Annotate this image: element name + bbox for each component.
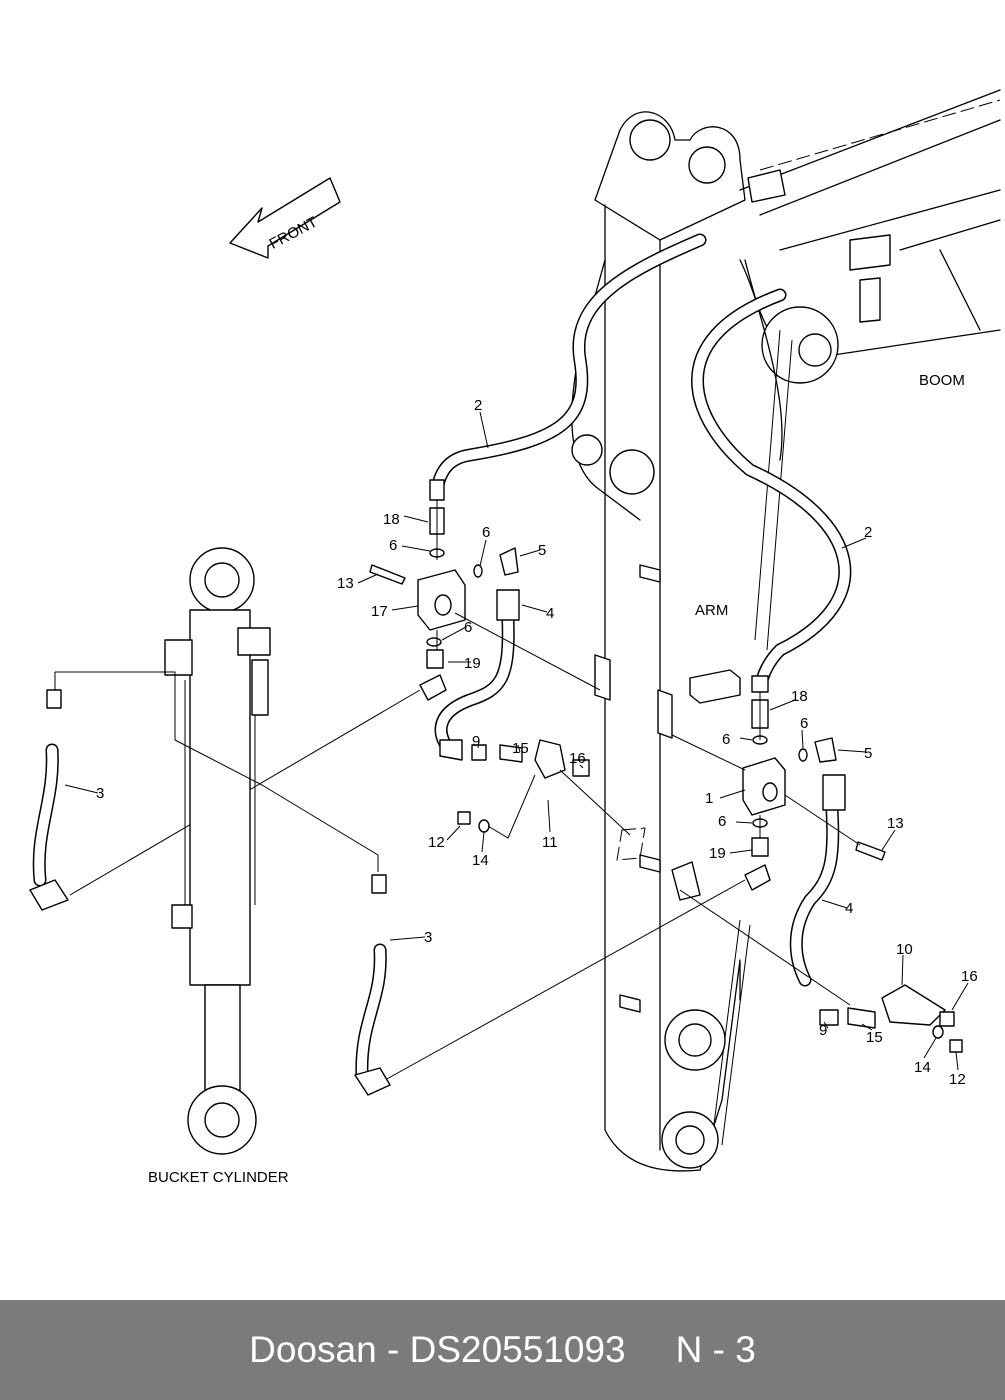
leader-lines: [64, 411, 969, 1071]
hoses: [32, 233, 852, 1082]
callout-2: 2: [864, 524, 872, 541]
callouts: 2 18 6 6 5 13 17 4 6 19 9 15 16 12 14 11…: [96, 397, 978, 1088]
callout-14: 14: [914, 1059, 931, 1076]
callout-19: 19: [464, 655, 481, 672]
callout-16: 16: [569, 750, 586, 767]
callout-15: 15: [512, 740, 529, 757]
callout-6: 6: [482, 524, 490, 541]
callout-13: 13: [887, 815, 904, 832]
callout-12: 12: [949, 1071, 966, 1088]
callout-6: 6: [464, 619, 472, 636]
footer-bar: Doosan - DS20551093 N - 3: [0, 1300, 1005, 1400]
callout-17: 17: [371, 603, 388, 620]
callout-18: 18: [383, 511, 400, 528]
callout-5: 5: [538, 542, 546, 559]
callout-6: 6: [722, 731, 730, 748]
callout-1: 1: [705, 790, 713, 807]
callout-6: 6: [800, 715, 808, 732]
callout-11: 11: [542, 834, 558, 851]
callout-9: 9: [472, 733, 480, 750]
footer-part-number: DS20551093: [409, 1329, 626, 1370]
fittings-right: [384, 675, 963, 1081]
callout-9: 9: [819, 1022, 827, 1039]
callout-3: 3: [424, 929, 432, 946]
bucket-cylinder: BUCKET CYLINDER: [29, 547, 391, 1186]
bucket-cylinder-label: BUCKET CYLINDER: [148, 1169, 289, 1186]
boom-label: BOOM: [919, 372, 965, 389]
fittings-left: [69, 479, 631, 896]
callout-18: 18: [791, 688, 808, 705]
front-arrow-icon: FRONT: [229, 177, 341, 259]
callout-5: 5: [864, 745, 872, 762]
arm-label: ARM: [695, 602, 728, 619]
boom: BOOM: [739, 89, 1001, 389]
callout-6: 6: [389, 537, 397, 554]
callout-6: 6: [718, 813, 726, 830]
footer-brand: Doosan: [249, 1329, 377, 1370]
callout-15: 15: [866, 1029, 883, 1046]
callout-4: 4: [845, 900, 853, 917]
callout-14: 14: [472, 852, 489, 869]
callout-16: 16: [961, 968, 978, 985]
callout-3: 3: [96, 785, 104, 802]
arm: ARM: [571, 111, 793, 1172]
callout-10: 10: [896, 941, 913, 958]
callout-4: 4: [546, 605, 554, 622]
footer-page: N - 3: [675, 1329, 756, 1370]
callout-12: 12: [428, 834, 445, 851]
callout-13: 13: [337, 575, 354, 592]
callout-2: 2: [474, 397, 482, 414]
footer-separator: -: [376, 1329, 410, 1370]
parts-diagram: FRONT BOOM: [29, 89, 1001, 1186]
callout-19: 19: [709, 845, 726, 862]
